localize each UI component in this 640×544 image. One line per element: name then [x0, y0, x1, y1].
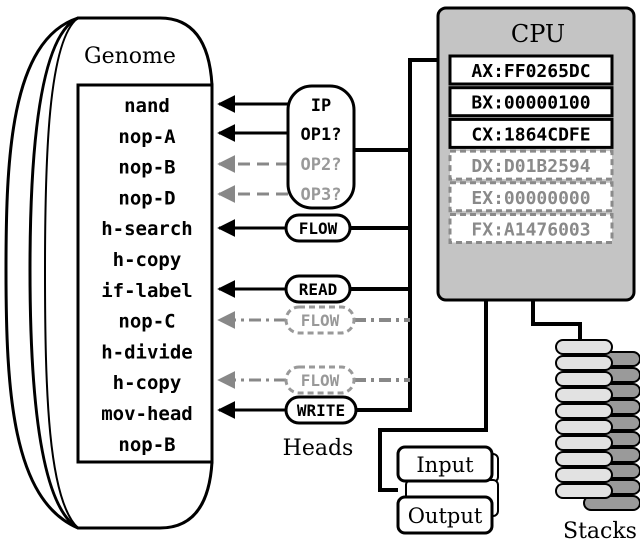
stacks: [555, 339, 640, 511]
register-value: AX:FF0265DC: [471, 61, 590, 82]
genome-ring: Genome: [4, 16, 214, 530]
genome-title: Genome: [84, 44, 176, 69]
read-head: [284, 274, 352, 304]
genome-instruction: nop-B: [118, 157, 175, 179]
stack-disc: [583, 495, 640, 511]
stack-disc: [555, 339, 613, 355]
genome-instruction: nop-C: [118, 311, 175, 333]
register-value: CX:1864CDFE: [471, 124, 590, 145]
head-arrows: [217, 95, 288, 419]
flow-head-inactive-1-label: FLOW: [301, 311, 340, 330]
stack-disc: [555, 451, 613, 467]
op3-head-label: OP3?: [301, 185, 342, 205]
heads-caption: Heads: [283, 436, 354, 461]
stack-disc: [555, 435, 613, 451]
write-head-label: WRITE: [297, 401, 345, 420]
genome-instruction: nop-A: [118, 126, 176, 148]
flow-head-label: FLOW: [299, 219, 338, 238]
stack-disc: [555, 403, 613, 419]
read-head-label: READ: [299, 280, 338, 299]
op1-head-label: OP1?: [301, 125, 342, 145]
register-value: DX:D01B2594: [471, 156, 590, 177]
stack-disc: [555, 483, 613, 499]
register-box: [448, 181, 614, 213]
stack-disc: [555, 371, 613, 387]
register-box: [448, 117, 614, 149]
stacks-caption: Stacks: [563, 519, 637, 544]
input-buffer: [396, 445, 494, 483]
ip-head-group: [286, 84, 356, 210]
register-box: [448, 86, 614, 118]
register-box: [448, 54, 614, 86]
register-value: EX:00000000: [471, 188, 590, 209]
genome-instruction: nop-B: [118, 434, 175, 456]
bus-lines: [350, 58, 582, 492]
genome-instruction: h-copy: [113, 249, 182, 271]
output-buffer: [396, 495, 494, 535]
genome-instruction: h-copy: [113, 372, 182, 394]
op2-head-label: OP2?: [301, 155, 342, 175]
register-box: [448, 149, 614, 181]
output-label: Output: [408, 504, 483, 528]
cpu-title: CPU: [511, 20, 565, 48]
register-value: BX:00000100: [471, 93, 590, 114]
genome-instruction: h-search: [101, 218, 193, 240]
stack-front: [555, 339, 613, 499]
flow-head-inactive-2: [284, 365, 356, 395]
input-label: Input: [416, 453, 474, 477]
register-value: FX:A1476003: [471, 220, 590, 241]
heads-panel: IP OP1? OP2? OP3? FLOW READ FLOW FLOW WR…: [283, 84, 358, 461]
stack-disc: [555, 419, 613, 435]
genome-instruction: nop-D: [118, 187, 175, 209]
genome-instruction: h-divide: [101, 341, 193, 363]
ip-head-label: IP: [311, 96, 331, 116]
flow-head-inactive-1: [284, 305, 356, 335]
flow-head: [284, 213, 352, 243]
write-head: [284, 395, 358, 425]
flow-head-inactive-2-label: FLOW: [301, 371, 340, 390]
stack-disc: [555, 387, 613, 403]
stack-disc: [555, 355, 613, 371]
genome-instruction: mov-head: [101, 403, 193, 425]
genome-instruction: if-label: [101, 280, 193, 302]
register-box: [448, 213, 614, 244]
genome-instruction-list: nand nop-A nop-B nop-D h-search h-copy if-labe…: [101, 95, 193, 456]
stack-disc: [555, 467, 613, 483]
io-panel: Input Output: [396, 445, 499, 535]
genome-instruction: nand: [124, 95, 170, 117]
